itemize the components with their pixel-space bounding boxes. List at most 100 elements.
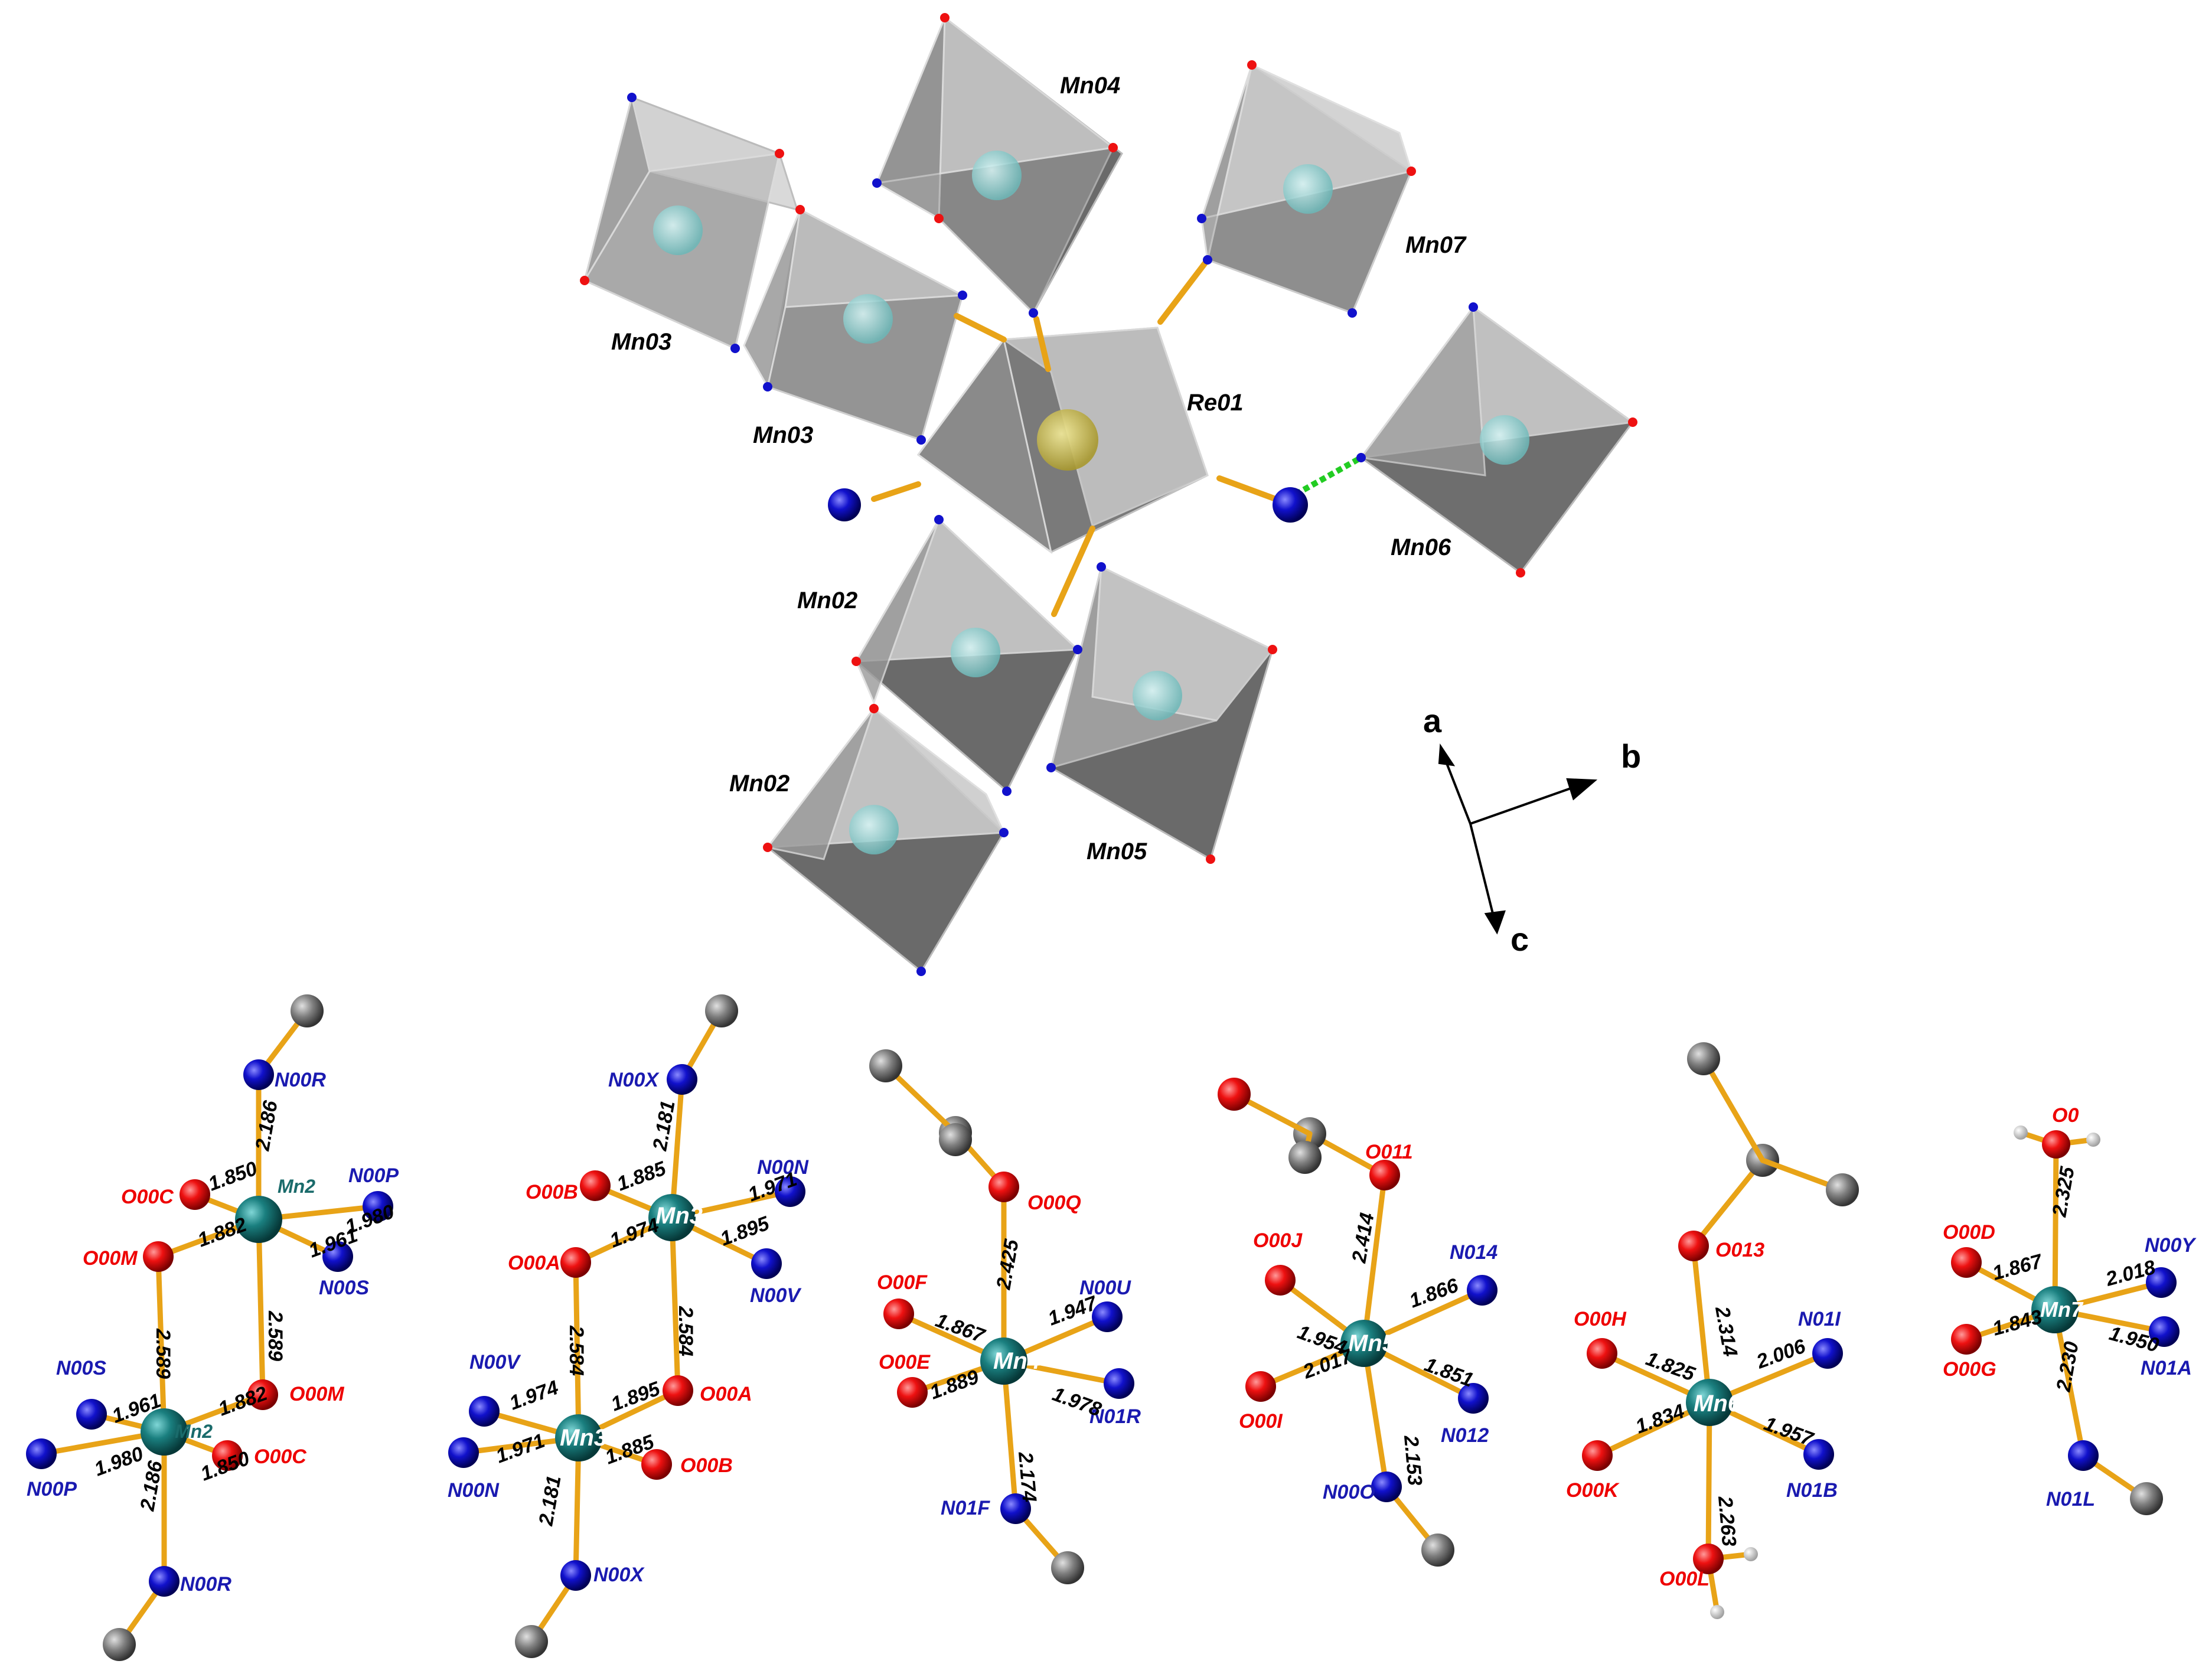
- bond: [1691, 1157, 1766, 1249]
- axis-triad: [1438, 743, 1598, 935]
- hydrogen-atom: [2086, 1133, 2100, 1147]
- bond-length-label: 2.425: [992, 1237, 1023, 1291]
- carbon-atom: [1051, 1551, 1084, 1584]
- oxygen-atom: [897, 1377, 928, 1408]
- nitrogen-atom: [775, 1176, 805, 1207]
- atom-label: N00R: [180, 1573, 231, 1596]
- oxygen-atom: [1245, 1371, 1276, 1402]
- nitrogen-atom: [1467, 1275, 1497, 1306]
- atom-label: N012: [1441, 1424, 1489, 1447]
- atom-label: O011: [1365, 1141, 1413, 1163]
- oxygen-atom: [1678, 1231, 1709, 1261]
- oxygen-atom: [1582, 1440, 1613, 1471]
- manganese-atom: [555, 1414, 602, 1461]
- metal-label: Mn4: [993, 1348, 1040, 1374]
- polyhedron-mn03-a: [583, 96, 799, 350]
- atom-label: O00C: [121, 1186, 174, 1208]
- polyhedron-mn05: [1049, 565, 1274, 861]
- bond-length-label: 1.882: [216, 1382, 270, 1421]
- bond: [1361, 1172, 1388, 1346]
- atom-label: N00S: [56, 1357, 106, 1379]
- carbon-atom: [291, 994, 324, 1027]
- metal-label: Mn2: [278, 1176, 315, 1197]
- oxygen-atom: [180, 1179, 210, 1210]
- atom-label: N014: [1450, 1241, 1497, 1264]
- carbon-atom: [103, 1628, 136, 1661]
- oxygen-atom: [1265, 1265, 1296, 1296]
- bond: [669, 1215, 681, 1394]
- bond-length-label: 1.867: [1990, 1249, 2045, 1284]
- oxygen-atom: [1369, 1160, 1400, 1190]
- label-mn04: Mn04: [1060, 73, 1120, 99]
- manganese-atom: [2031, 1286, 2079, 1333]
- oxygen-atom: [663, 1375, 693, 1406]
- bond: [256, 1216, 266, 1398]
- atom-label: N01R: [1089, 1405, 1141, 1428]
- bond-length-label: 1.882: [195, 1213, 250, 1252]
- atom-label: O00L: [1659, 1568, 1709, 1590]
- bond: [1701, 1056, 1766, 1163]
- atom-label: N00P: [348, 1164, 399, 1187]
- oxygen-atom: [143, 1241, 174, 1272]
- nitrogen-atom: [560, 1560, 591, 1591]
- bond-length-label: 2.314: [1711, 1304, 1741, 1358]
- atom-label: O00G: [1943, 1358, 1996, 1381]
- atom-label: O00I: [1239, 1410, 1283, 1433]
- nitrogen-atom: [322, 1241, 353, 1272]
- atom-label: O00A: [508, 1252, 560, 1274]
- carbon-atom: [705, 994, 738, 1027]
- oxygen-atom: [1693, 1544, 1724, 1574]
- label-mn03-a: Mn03: [611, 329, 671, 355]
- nitrogen-atom: [26, 1438, 57, 1469]
- bond-length-label: 1.978: [1049, 1383, 1104, 1421]
- oxygen-atom: [580, 1170, 611, 1201]
- atom-label: O00H: [1574, 1308, 1627, 1330]
- manganese-atom: [648, 1194, 696, 1241]
- nitrogen-atom: [363, 1191, 393, 1222]
- oxygen-atom: [641, 1449, 672, 1480]
- bond: [1691, 1243, 1712, 1405]
- atom-label: O013: [1715, 1239, 1764, 1261]
- coordination-unit-2: N00XO00BN00NO00AN00VN00VO00AN00NO00BN00X…: [448, 994, 809, 1658]
- re-bonds: [871, 257, 1278, 617]
- manganese-atom: [1686, 1379, 1733, 1426]
- oxygen-atom: [1951, 1324, 1982, 1355]
- atom-label: N00S: [319, 1277, 369, 1299]
- label-mn02-a: Mn02: [797, 588, 857, 614]
- atom-label: O00Q: [1027, 1192, 1081, 1214]
- carbon-atom: [1687, 1042, 1720, 1075]
- nitrogen-atom: [469, 1396, 500, 1427]
- bond-length-label: 1.843: [1990, 1306, 2044, 1340]
- atom-label: O00F: [877, 1271, 928, 1294]
- nitrogen-atom: [76, 1399, 107, 1430]
- atom-label: N00R: [275, 1069, 326, 1091]
- atom-label: N00P: [27, 1478, 77, 1500]
- bond-length-label: 2.325: [2048, 1164, 2079, 1219]
- atom-label: O00M: [289, 1383, 344, 1405]
- atom-label: N00U: [1079, 1277, 1131, 1299]
- atom-label: O00E: [879, 1351, 931, 1373]
- metal-label: Mn3: [655, 1203, 703, 1229]
- atom-label: N00N: [448, 1479, 500, 1502]
- bond-length-label: 2.263: [1714, 1495, 1740, 1547]
- nitrogen-atom-right: [1273, 487, 1308, 523]
- polyhedron-mn03-b: [743, 208, 966, 441]
- bond: [573, 1260, 582, 1441]
- hydrogen-atom: [2014, 1125, 2028, 1140]
- coordination-units: N00RN00PN00SO00CO00MN00SN00PO00MO00CN00R…: [26, 994, 2197, 1661]
- manganese-atom: [980, 1337, 1027, 1385]
- nitrogen-atom: [2149, 1316, 2180, 1347]
- polyhedron-mn07: [1200, 63, 1413, 314]
- bond-length-label: 2.584: [674, 1306, 697, 1356]
- atom-label: O00A: [700, 1383, 752, 1405]
- bond-length-label: 2.589: [264, 1310, 286, 1361]
- coordination-unit-4: O011O00JN014O00IN012N00OMn52.4141.9541.8…: [1218, 1078, 1497, 1567]
- metal-label: Mn5: [1348, 1330, 1396, 1356]
- nitrogen-atom: [2068, 1440, 2099, 1471]
- manganese-atom: [141, 1408, 188, 1456]
- atom-label: N01L: [2046, 1488, 2095, 1510]
